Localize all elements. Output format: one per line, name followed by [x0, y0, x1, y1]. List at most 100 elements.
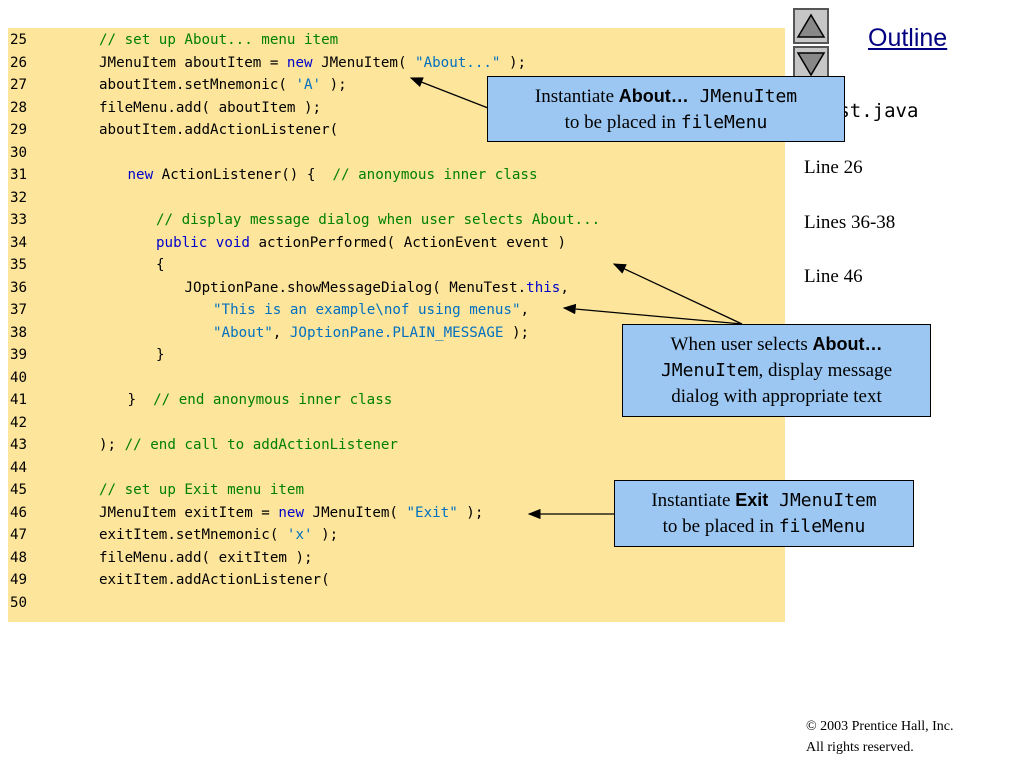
code-token: actionPerformed( ActionEvent event ) — [249, 234, 567, 251]
line-number: 42 — [10, 414, 28, 431]
code-comment: // anonymous inner class — [332, 167, 538, 183]
code-string: "About" — [213, 324, 273, 341]
line-number: 28 — [10, 99, 28, 116]
code-string: "About..." — [415, 54, 501, 71]
line-number: 38 — [10, 324, 28, 341]
code-keyword: new — [286, 54, 313, 71]
code-text: public void actionPerformed( ActionEvent… — [156, 232, 566, 254]
callout-exit-code: JMenuItem — [768, 490, 877, 511]
code-text: { — [156, 254, 165, 276]
code-token: } — [156, 347, 165, 363]
callout-dialog-text3: dialog with appropriate text — [671, 386, 882, 407]
code-token: JMenuItem( — [304, 504, 407, 521]
callout-dialog-text2: , display message — [758, 360, 893, 381]
code-keyword: new — [278, 504, 304, 521]
code-keyword: new — [127, 167, 154, 183]
code-string: "Exit" — [406, 504, 458, 521]
line-number: 37 — [10, 302, 28, 318]
line-number: 44 — [10, 459, 28, 476]
code-keyword: void — [215, 234, 250, 251]
code-token: ); — [99, 437, 125, 453]
line-number: 35 — [10, 257, 28, 273]
code-token: , — [272, 324, 290, 341]
code-token: , — [520, 302, 530, 318]
code-text: } // end anonymous inner class — [128, 389, 393, 411]
code-keyword: this — [526, 279, 561, 296]
code-token: } — [127, 392, 154, 408]
code-string: JOptionPane.PLAIN_MESSAGE — [289, 324, 504, 341]
code-text: aboutItem.setMnemonic( 'A' ); — [99, 74, 347, 96]
callout-about-code2: fileMenu — [680, 112, 768, 133]
code-text: "This is an example\nof using menus", — [213, 299, 529, 321]
code-token: aboutItem.addActionListener( — [99, 122, 339, 138]
callout-dialog-code: JMenuItem — [660, 360, 759, 381]
outline-title[interactable]: Outline — [868, 24, 948, 52]
code-comment: // end call to addActionListener — [124, 437, 398, 453]
code-token: ); — [312, 527, 339, 543]
callout-dialog-text: When user selects — [670, 334, 813, 355]
code-text: JOptionPane.showMessageDialog( MenuTest.… — [185, 277, 569, 299]
callout-about-code: JMenuItem — [688, 86, 798, 107]
code-token: fileMenu.add( aboutItem ); — [99, 99, 322, 116]
line-number: 50 — [10, 594, 28, 611]
code-text: aboutItem.addActionListener( — [99, 119, 338, 141]
callout-exit-text: Instantiate — [651, 490, 736, 511]
previous-slide-button[interactable] — [793, 8, 829, 44]
triangle-down-icon — [796, 52, 826, 77]
code-text: } — [156, 344, 165, 366]
code-string: "This is an example\nof using menus" — [213, 302, 521, 318]
callout-dialog-bold: About… — [812, 334, 883, 354]
code-token: JMenuItem( — [312, 54, 416, 71]
line-number: 27 — [10, 77, 28, 93]
callout-exit-text2: to be placed in — [662, 516, 779, 537]
line-number: 26 — [10, 54, 28, 71]
line-number: 31 — [10, 167, 28, 183]
code-text: JMenuItem aboutItem = new JMenuItem( "Ab… — [99, 52, 526, 74]
callout-about-bold: About… — [618, 86, 689, 106]
code-token: ); — [503, 324, 530, 341]
code-token: , — [560, 279, 569, 296]
code-token: aboutItem.setMnemonic( — [99, 77, 296, 93]
line-number: 43 — [10, 437, 28, 453]
code-text: "About", JOptionPane.PLAIN_MESSAGE ); — [213, 322, 529, 344]
line-number: 36 — [10, 279, 28, 296]
code-token: ); — [457, 504, 484, 521]
code-text: // display message dialog when user sele… — [156, 209, 600, 231]
callout-about-text: Instantiate — [534, 86, 619, 107]
footer-copyright: © 2003 Prentice Hall, Inc. — [806, 719, 954, 734]
line-number: 47 — [10, 527, 28, 543]
footer-rights: All rights reserved. — [806, 740, 914, 755]
code-comment: // set up Exit menu item — [99, 482, 304, 498]
code-keyword: public — [156, 234, 208, 251]
code-token: JMenuItem aboutItem = — [99, 54, 287, 71]
code-token: ActionListener() { — [153, 167, 333, 183]
code-text: fileMenu.add( aboutItem ); — [99, 97, 321, 119]
code-token: exitItem.addActionListener( — [99, 572, 330, 588]
code-text: fileMenu.add( exitItem ); — [99, 547, 313, 569]
code-token: { — [156, 257, 165, 273]
code-token: JOptionPane.showMessageDialog( MenuTest. — [184, 279, 527, 296]
line-number: 39 — [10, 347, 28, 363]
arrow-dialog-2 — [562, 303, 743, 325]
triangle-up-icon — [796, 13, 826, 38]
outline-item-line-26: Line 26 — [804, 157, 863, 178]
code-token: ); — [321, 77, 347, 93]
line-number: 46 — [10, 504, 28, 521]
code-text: // set up About... menu item — [99, 29, 338, 51]
line-number: 48 — [10, 549, 28, 566]
code-string: 'x' — [286, 527, 313, 543]
code-comment: // display message dialog when user sele… — [156, 212, 601, 228]
line-number: 25 — [10, 32, 28, 48]
code-string: 'A' — [295, 77, 322, 93]
line-number: 29 — [10, 122, 28, 138]
code-comment: // end anonymous inner class — [153, 392, 393, 408]
line-number: 33 — [10, 212, 28, 228]
line-number: 30 — [10, 144, 28, 161]
code-token: fileMenu.add( exitItem ); — [99, 549, 313, 566]
code-text: // set up Exit menu item — [99, 479, 304, 501]
code-token: JMenuItem exitItem = — [99, 504, 279, 521]
code-text: ); // end call to addActionListener — [99, 434, 398, 456]
code-token: exitItem.setMnemonic( — [99, 527, 287, 543]
code-text: exitItem.addActionListener( — [99, 569, 330, 591]
